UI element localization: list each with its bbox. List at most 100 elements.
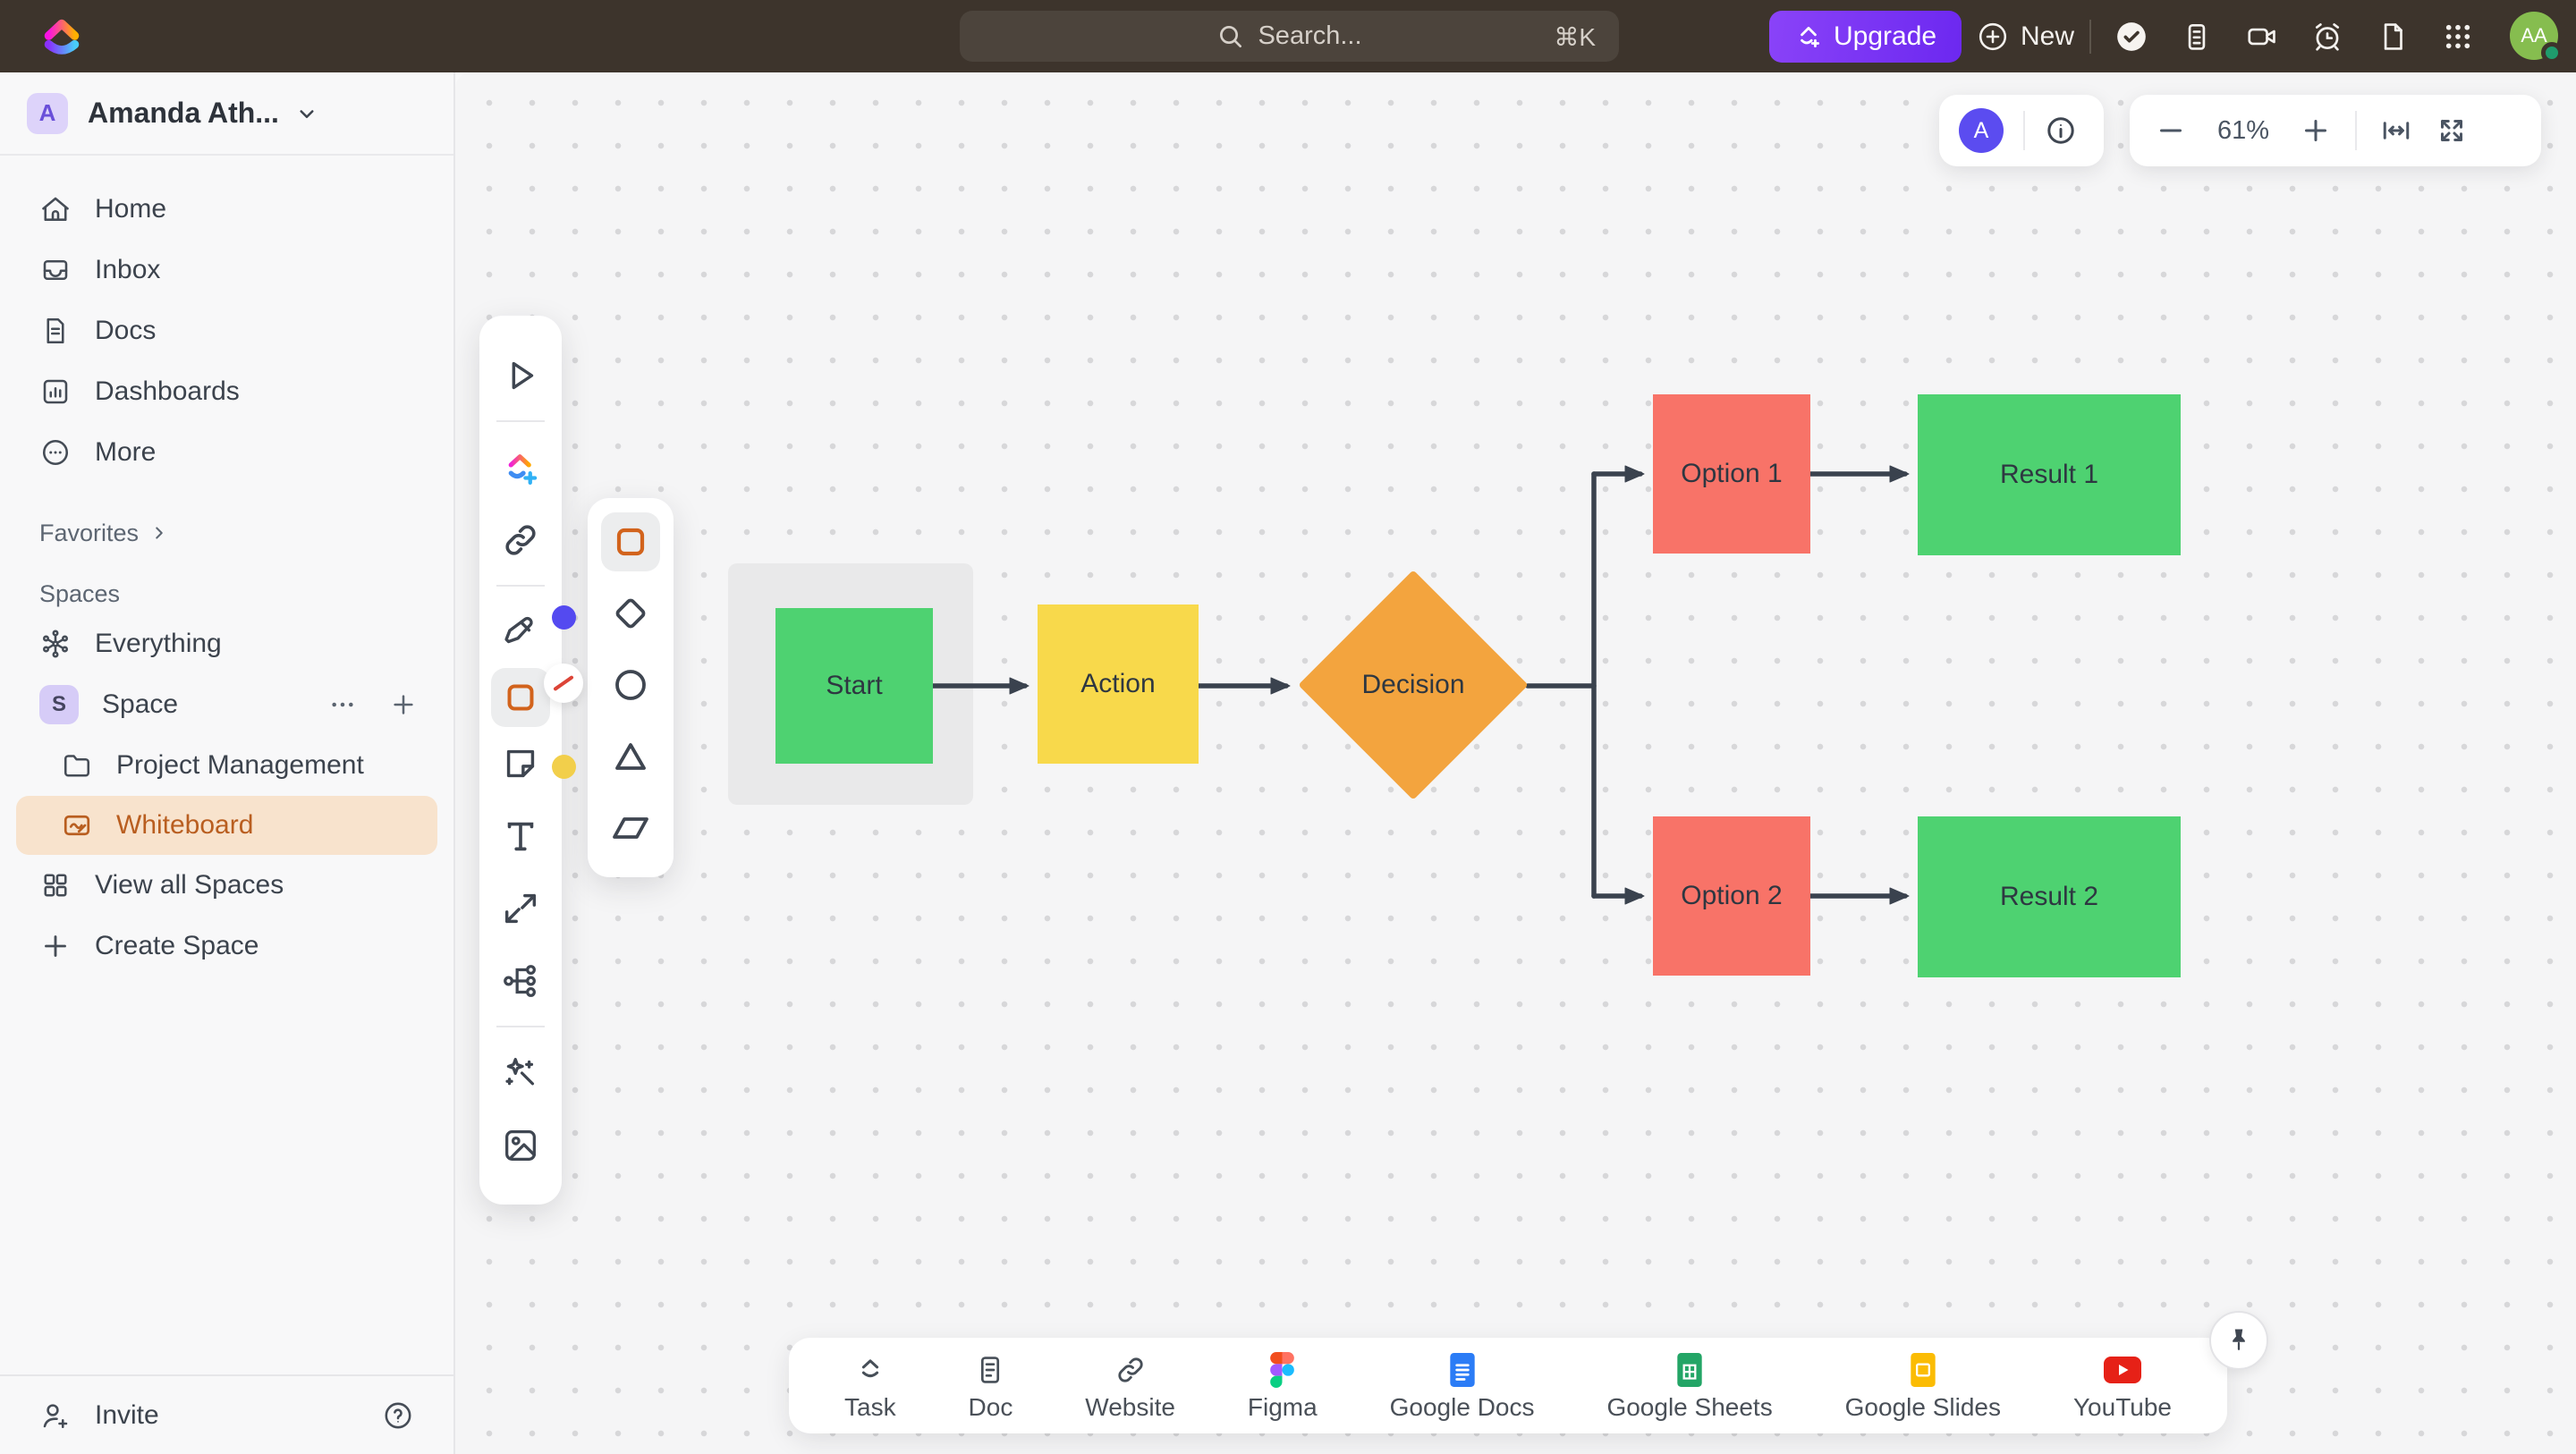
zoom-level[interactable]: 61% bbox=[2216, 115, 2270, 145]
dock-item-google-slides[interactable]: Google Slides bbox=[1845, 1350, 2001, 1422]
document-icon[interactable] bbox=[2376, 20, 2410, 54]
search-input[interactable]: Search... ⌘K bbox=[960, 11, 1619, 62]
node-label: Result 1 bbox=[1999, 460, 2099, 489]
upgrade-label: Upgrade bbox=[1834, 21, 1937, 51]
sidebar-item-home[interactable]: Home bbox=[0, 179, 453, 240]
flowchart-node-result1[interactable]: Result 1 bbox=[1918, 394, 2181, 555]
shape-option-diamond[interactable] bbox=[601, 584, 660, 643]
ai-tool[interactable] bbox=[491, 431, 550, 503]
fullscreen-button[interactable] bbox=[2436, 114, 2468, 147]
workspace-switcher[interactable]: A Amanda Ath... bbox=[0, 72, 453, 156]
sidebar-item-label: View all Spaces bbox=[95, 870, 284, 900]
sidebar-item-space[interactable]: S Space bbox=[0, 674, 453, 735]
workspace-avatar: A bbox=[27, 92, 68, 134]
dock-item-google-docs[interactable]: Google Docs bbox=[1390, 1350, 1535, 1422]
sidebar-item-everything[interactable]: Everything bbox=[0, 613, 453, 674]
apps-grid-icon[interactable] bbox=[2441, 20, 2475, 54]
pill-divider bbox=[2023, 111, 2025, 150]
shape-option-rounded-square[interactable] bbox=[601, 512, 660, 571]
shape-option-circle[interactable] bbox=[601, 655, 660, 714]
notepad-icon[interactable] bbox=[2180, 20, 2214, 54]
sidebar-item-dashboards[interactable]: Dashboards bbox=[0, 361, 453, 422]
invite-label[interactable]: Invite bbox=[95, 1399, 159, 1430]
shape-tool-selected[interactable] bbox=[491, 668, 550, 727]
alarm-clock-icon[interactable] bbox=[2310, 20, 2344, 54]
sidebar-item-more[interactable]: More bbox=[0, 422, 453, 483]
node-label: Decision bbox=[1361, 670, 1465, 699]
sidebar-item-view-all-spaces[interactable]: View all Spaces bbox=[0, 855, 453, 916]
rounded-square-icon bbox=[616, 528, 645, 556]
ellipsis-icon[interactable] bbox=[328, 690, 357, 719]
select-tool[interactable] bbox=[491, 339, 550, 411]
sidebar-item-label: Project Management bbox=[116, 750, 364, 780]
connector-tool[interactable] bbox=[491, 872, 550, 944]
plus-circle-icon bbox=[1979, 22, 2007, 51]
link-tool[interactable] bbox=[491, 503, 550, 576]
flowchart-node-start[interactable]: Start bbox=[775, 608, 933, 764]
diamond-icon bbox=[615, 598, 646, 629]
favorites-label: Favorites bbox=[39, 519, 140, 546]
upgrade-button[interactable]: Upgrade bbox=[1769, 11, 1962, 63]
space-actions bbox=[328, 674, 418, 735]
text-tool[interactable] bbox=[491, 799, 550, 872]
dock-item-website[interactable]: Website bbox=[1085, 1350, 1175, 1422]
collaborator-initial: A bbox=[1973, 117, 1989, 143]
task-check-icon[interactable] bbox=[2114, 20, 2148, 54]
mindmap-tool[interactable] bbox=[491, 944, 550, 1017]
flowchart-node-option2[interactable]: Option 2 bbox=[1653, 816, 1810, 976]
flowchart-edges bbox=[930, 465, 1910, 905]
clickup-ai-icon bbox=[508, 453, 538, 485]
pen-color-badge[interactable] bbox=[552, 605, 576, 630]
clickup-logo-icon[interactable] bbox=[38, 13, 86, 61]
new-button[interactable]: New bbox=[1964, 11, 2087, 63]
sidebar-item-docs[interactable]: Docs bbox=[0, 300, 453, 361]
online-status-dot bbox=[2541, 42, 2563, 63]
shape-color-badge[interactable] bbox=[544, 664, 583, 703]
favorites-header[interactable]: Favorites bbox=[0, 513, 453, 553]
add-icon[interactable] bbox=[389, 690, 418, 719]
collaborator-avatar[interactable]: A bbox=[1959, 108, 2004, 153]
image-tool[interactable] bbox=[491, 1109, 550, 1181]
user-avatar[interactable]: AA bbox=[2510, 12, 2563, 63]
shape-palette bbox=[588, 498, 674, 877]
pin-dock-button[interactable] bbox=[2209, 1311, 2268, 1370]
shape-option-parallelogram[interactable] bbox=[601, 799, 660, 858]
spaces-header[interactable]: Spaces bbox=[0, 574, 453, 613]
sticky-color-badge[interactable] bbox=[552, 755, 576, 779]
flowchart-node-result2[interactable]: Result 2 bbox=[1918, 816, 2181, 977]
video-icon[interactable] bbox=[2245, 20, 2279, 54]
flowchart-node-action[interactable]: Action bbox=[1038, 604, 1199, 764]
flowchart-node-decision[interactable]: Decision bbox=[1298, 570, 1529, 800]
sidebar-item-project-management[interactable]: Project Management bbox=[0, 735, 453, 796]
google-slides-icon bbox=[1911, 1352, 1936, 1387]
whiteboard-canvas[interactable]: Start Action Decision Option 1 Result 1 … bbox=[455, 72, 2576, 1454]
flowchart-node-option1[interactable]: Option 1 bbox=[1653, 394, 1810, 554]
sticky-note-tool[interactable] bbox=[491, 727, 550, 799]
dock-item-youtube[interactable]: YouTube bbox=[2073, 1350, 2172, 1422]
pen-tool[interactable] bbox=[491, 596, 550, 668]
invite-user-icon[interactable] bbox=[39, 1399, 72, 1432]
dock-item-task[interactable]: Task bbox=[844, 1350, 896, 1422]
search-placeholder: Search... bbox=[1258, 21, 1362, 50]
help-icon bbox=[385, 1402, 411, 1428]
sidebar-item-whiteboard[interactable]: Whiteboard bbox=[16, 796, 437, 855]
shape-option-triangle[interactable] bbox=[601, 727, 660, 786]
magic-wand-tool[interactable] bbox=[491, 1036, 550, 1109]
fit-to-screen-button[interactable] bbox=[2380, 114, 2412, 147]
space-avatar: S bbox=[39, 685, 79, 724]
sidebar-item-create-space[interactable]: Create Space bbox=[0, 916, 453, 976]
info-icon[interactable] bbox=[2045, 114, 2077, 147]
sidebar-item-label: Whiteboard bbox=[116, 810, 254, 840]
zoom-in-button[interactable] bbox=[2300, 114, 2332, 147]
dock-item-figma[interactable]: Figma bbox=[1248, 1350, 1318, 1422]
marker-icon bbox=[504, 616, 533, 643]
zoom-controls: 61% bbox=[2130, 95, 2541, 166]
dock-item-doc[interactable]: Doc bbox=[969, 1350, 1013, 1422]
link-icon bbox=[505, 524, 536, 555]
sidebar-item-inbox[interactable]: Inbox bbox=[0, 240, 453, 300]
sidebar-item-label: Dashboards bbox=[95, 376, 240, 406]
help-button[interactable] bbox=[382, 1399, 414, 1432]
dock-item-label: YouTube bbox=[2072, 1392, 2172, 1421]
zoom-out-button[interactable] bbox=[2155, 114, 2187, 147]
dock-item-google-sheets[interactable]: Google Sheets bbox=[1606, 1350, 1773, 1422]
